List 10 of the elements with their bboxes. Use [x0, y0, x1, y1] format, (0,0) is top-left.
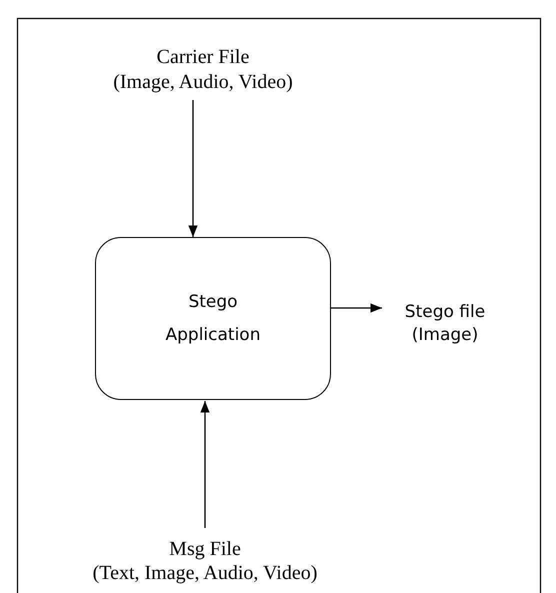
arrow: [331, 303, 382, 313]
text-label: Stego file (Image): [404, 301, 486, 347]
text-label: (Image, Audio, Video): [113, 70, 293, 95]
arrow: [200, 401, 210, 528]
text-label: Carrier File: [156, 45, 250, 70]
box-label: Stego Application: [164, 291, 262, 346]
arrow: [188, 100, 198, 237]
text-label: (Text, Image, Audio, Video): [92, 561, 318, 585]
process-box: [95, 237, 331, 400]
text-label: Msg File: [169, 537, 241, 561]
